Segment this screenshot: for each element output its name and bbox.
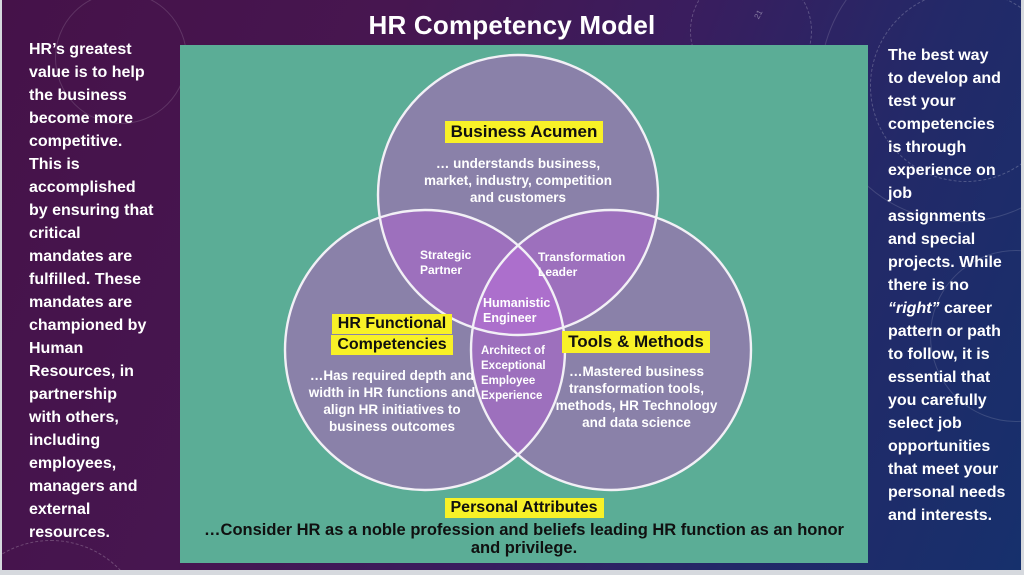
venn-label-tools-methods: Tools & Methods: [546, 331, 726, 353]
circle-outline: [469, 208, 753, 492]
venn-desc-hr-functional: …Has required depth and width in HR func…: [308, 368, 476, 434]
right-note-quoted-word: “right”: [888, 300, 940, 317]
venn-board: Business Acumen … understands business, …: [180, 45, 868, 563]
overlap-label-strategic-partner: Strategic Partner: [420, 248, 472, 277]
right-note-text: career pattern or path to follow, it is …: [888, 300, 1006, 524]
venn-label-tools-methods-text: Tools & Methods: [562, 331, 710, 353]
overlap-humanistic-engineer: [471, 210, 565, 335]
frame-edge-right: [1021, 0, 1024, 575]
overlap-label-humanistic-engineer: Humanistic Engineer: [483, 296, 551, 325]
venn-label-hr-functional-text: HR Functional Competencies: [331, 314, 453, 356]
footer-label-text: Personal Attributes: [444, 498, 604, 518]
venn-desc-business-acumen: … understands business, market, industry…: [423, 156, 613, 205]
overlap-label-transformation-leader: Transformation Leader: [538, 250, 626, 279]
right-note-text: The best way to develop and test your co…: [888, 47, 1002, 294]
circle-outline: [376, 53, 660, 337]
footer-text: …Consider HR as a noble profession and b…: [204, 521, 844, 557]
left-note: HR’s greatest value is to help the busin…: [29, 41, 154, 541]
footer-label-personal-attributes: Personal Attributes: [180, 497, 868, 518]
frame-edge-bottom: [0, 570, 1024, 575]
venn-label-business-acumen: Business Acumen: [180, 121, 868, 143]
slide-title: HR Competency Model: [368, 10, 656, 40]
venn-label-hr-functional: HR Functional Competencies: [312, 313, 472, 356]
frame-edge-left: [0, 0, 2, 575]
right-note: The best way to develop and test your co…: [888, 44, 1018, 527]
overlap-label-architect: Architect of Exceptional Employee Experi…: [481, 345, 546, 402]
venn-label-business-acumen-text: Business Acumen: [444, 121, 604, 143]
venn-desc-tools-methods: …Mastered business transformation tools,…: [555, 364, 718, 430]
